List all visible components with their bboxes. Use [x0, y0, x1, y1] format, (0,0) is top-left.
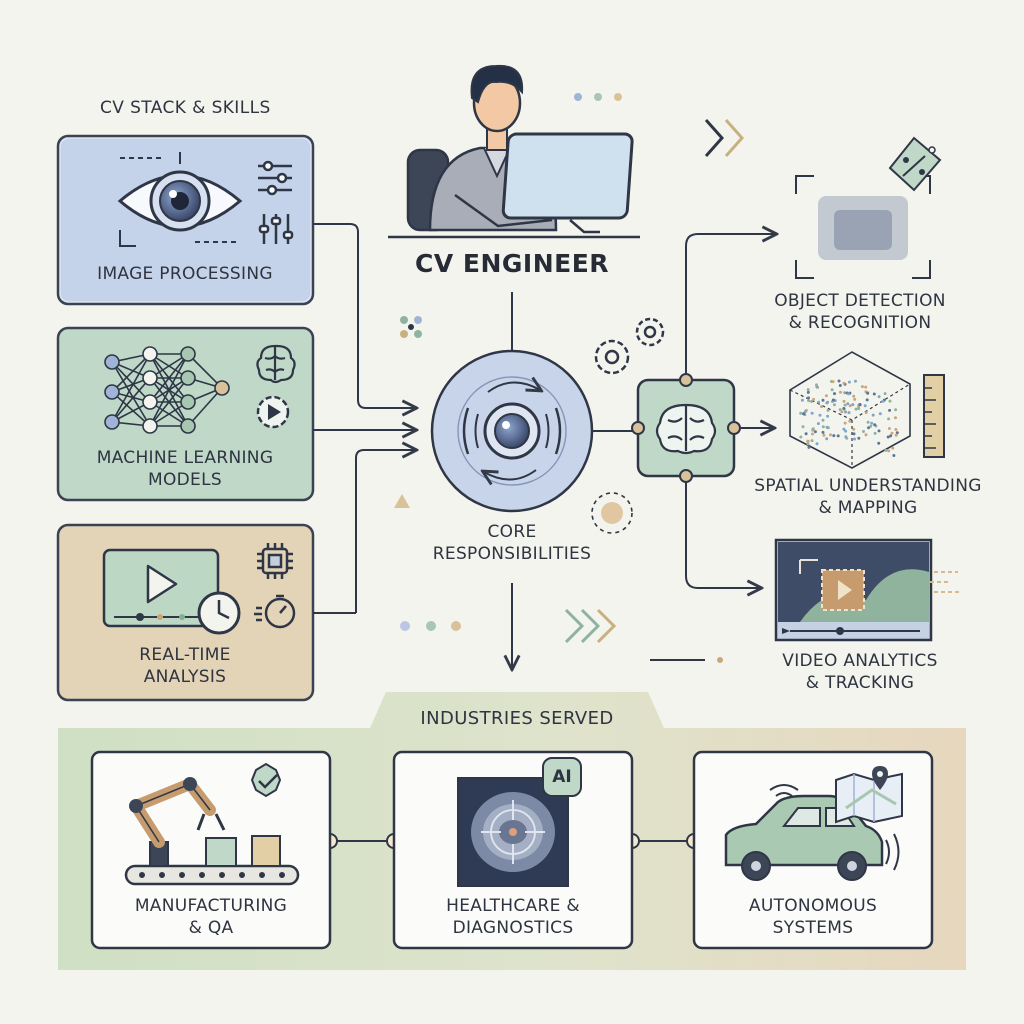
- core-label: CORE RESPONSIBILITIES: [432, 522, 592, 564]
- robot-arm-icon: [124, 762, 300, 886]
- card-machine-learning-models[interactable]: [56, 326, 315, 502]
- sliders-icon: [258, 160, 292, 196]
- forward-chevrons-icon: [704, 119, 745, 157]
- skill-connectors: [313, 223, 415, 614]
- output-label-video: VIDEO ANALYTICS & TRACKING: [782, 651, 938, 693]
- output-connectors: [685, 234, 775, 588]
- gears-icon: [594, 317, 665, 375]
- industry-label-healthcare: HEALTHCARE & DIAGNOSTICS: [446, 896, 580, 938]
- output-label-object-detection: OBJECT DETECTION & RECOGNITION: [774, 291, 946, 333]
- engineer-illustration: [388, 64, 640, 239]
- dashed-target-decoration: [591, 492, 633, 534]
- skill-label-image-processing: IMAGE PROCESSING: [97, 264, 273, 284]
- video-analytics-icon: [774, 538, 962, 642]
- camera-lens-icon: [483, 402, 541, 460]
- point-cloud-icon: [789, 351, 945, 469]
- brain-icon: [256, 344, 296, 384]
- chip-icon: [257, 543, 293, 579]
- engineer-title: CV ENGINEER: [414, 249, 610, 278]
- eye-icon: [117, 152, 243, 247]
- progress-dots-decoration: [400, 608, 723, 663]
- autonomous-car-icon: [724, 766, 903, 881]
- medical-scan-icon: [457, 757, 582, 887]
- output-label-spatial: SPATIAL UNDERSTANDING & MAPPING: [754, 476, 982, 518]
- stack-heading: CV STACK & SKILLS: [100, 98, 271, 118]
- sparkle-decoration: [394, 316, 422, 508]
- ai-badge: AI: [552, 767, 572, 787]
- skill-label-ml-models: MACHINE LEARNING MODELS: [96, 448, 274, 490]
- video-player-icon: [102, 548, 220, 628]
- equalizer-icon: [258, 214, 294, 244]
- object-detection-icon: [795, 136, 942, 279]
- play-gear-icon: [256, 395, 290, 429]
- hub-brain-icon: [655, 403, 717, 455]
- industries-heading: INDUSTRIES SERVED: [420, 708, 614, 729]
- industry-label-manufacturing: MANUFACTURING & QA: [134, 896, 288, 938]
- skill-label-real-time: REAL-TIME ANALYSIS: [139, 645, 231, 687]
- clock-icon: [197, 591, 241, 635]
- stopwatch-icon: [254, 594, 296, 629]
- neural-network-icon: [104, 346, 230, 434]
- industry-label-autonomous: AUTONOMOUS SYSTEMS: [748, 896, 878, 938]
